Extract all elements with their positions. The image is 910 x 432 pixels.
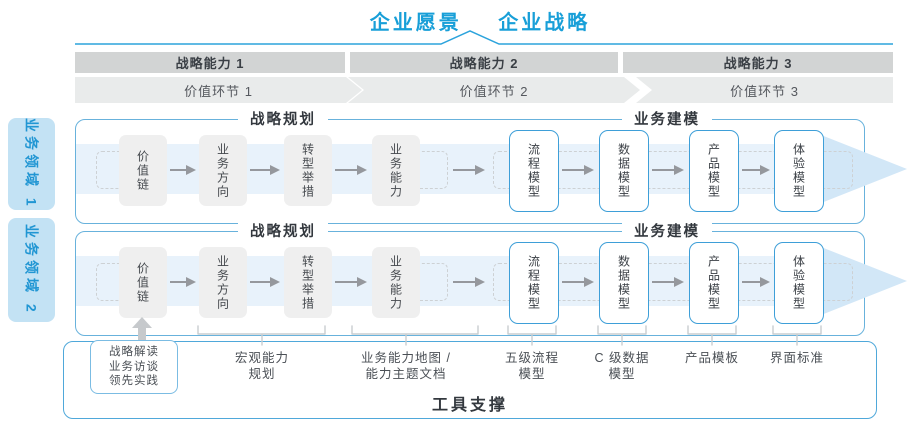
up-arrow-icon bbox=[138, 327, 146, 342]
flow-arrow-icon bbox=[335, 165, 367, 175]
modeling-header: 业务建模 bbox=[622, 221, 712, 243]
page-title: 企业愿景 企业战略 bbox=[25, 6, 910, 35]
box-business-direction: 业务方向 bbox=[199, 247, 247, 318]
domain-row-2: 战略规划 业务建模 价值链 业务方向 转型举措 业务能力 流程模型 数据模型 产… bbox=[75, 221, 907, 336]
box-value-chain: 价值链 bbox=[119, 247, 167, 318]
value-link-label: 价值环节 3 bbox=[730, 83, 799, 99]
annotation-line: C 级数据 bbox=[594, 351, 650, 365]
capability-bar-3: 战略能力 3 bbox=[623, 52, 893, 73]
capability-bar-label: 战略能力 3 bbox=[723, 56, 793, 71]
tool-support-label: 工具支撑 bbox=[431, 397, 508, 414]
annotation-data-model: C 级数据 模型 bbox=[557, 351, 687, 382]
box-experience-model: 体验模型 bbox=[774, 242, 824, 324]
box-process-model: 流程模型 bbox=[509, 242, 559, 324]
annotation-product-template: 产品模板 bbox=[647, 351, 777, 367]
flow-arrow-icon bbox=[652, 165, 684, 175]
box-product-model: 产品模型 bbox=[689, 130, 739, 212]
value-link-chevron-2: 价值环节 2 bbox=[348, 77, 640, 103]
flow-arrow-icon bbox=[170, 165, 196, 175]
sidebar-domain-2: 业务领域 2 bbox=[8, 218, 55, 322]
flow-arrow-icon bbox=[250, 165, 280, 175]
annotation-macro-capability: 宏观能力 规划 bbox=[197, 351, 327, 382]
box-transformation: 转型举措 bbox=[284, 247, 332, 318]
practice-line: 战略解读 bbox=[109, 345, 159, 358]
box-experience-model: 体验模型 bbox=[774, 130, 824, 212]
box-data-model: 数据模型 bbox=[599, 242, 649, 324]
flow-arrow-icon bbox=[742, 277, 770, 287]
annotation-line: 规划 bbox=[248, 366, 276, 381]
annotation-line: 五级流程 bbox=[504, 351, 559, 365]
flow-arrow-icon bbox=[742, 165, 770, 175]
value-link-chevron-3: 价值环节 3 bbox=[636, 77, 893, 103]
flow-arrow-icon bbox=[562, 165, 594, 175]
practice-callout-box: 战略解读 业务访谈 领先实践 bbox=[90, 340, 178, 394]
flow-arrow-icon bbox=[652, 277, 684, 287]
domain-row-1: 战略规划 业务建模 价值链 业务方向 转型举措 业务能力 流程模型 数据模型 产… bbox=[75, 109, 907, 224]
box-business-capability: 业务能力 bbox=[372, 247, 420, 318]
capability-bar-label: 战略能力 1 bbox=[175, 56, 245, 71]
box-product-model: 产品模型 bbox=[689, 242, 739, 324]
value-link-label: 价值环节 1 bbox=[184, 83, 253, 99]
vision-title: 企业愿景 bbox=[369, 12, 462, 34]
practice-line: 领先实践 bbox=[109, 375, 159, 388]
flow-arrow-icon bbox=[170, 277, 196, 287]
box-business-direction: 业务方向 bbox=[199, 135, 247, 206]
flow-arrow-icon bbox=[453, 165, 485, 175]
capability-bar-1: 战略能力 1 bbox=[75, 52, 345, 73]
box-process-model: 流程模型 bbox=[509, 130, 559, 212]
box-data-model: 数据模型 bbox=[599, 130, 649, 212]
planning-header: 战略规划 bbox=[238, 109, 328, 131]
annotation-line: 界面标准 bbox=[769, 351, 824, 365]
practice-line: 业务访谈 bbox=[109, 360, 159, 373]
flow-arrow-icon bbox=[562, 277, 594, 287]
planning-header: 战略规划 bbox=[238, 221, 328, 243]
flow-arrow-icon bbox=[453, 277, 485, 287]
sidebar-domain-1: 业务领域 1 bbox=[8, 118, 55, 210]
flow-arrow-icon bbox=[250, 277, 280, 287]
box-transformation: 转型举措 bbox=[284, 135, 332, 206]
value-link-label: 价值环节 2 bbox=[459, 83, 529, 99]
capability-bar-label: 战略能力 2 bbox=[449, 56, 519, 71]
annotation-line: 宏观能力 bbox=[234, 351, 289, 365]
annotation-capability-map: 业务能力地图 / 能力主题文档 bbox=[341, 351, 471, 382]
annotation-ui-standard: 界面标准 bbox=[732, 351, 862, 367]
dashed-track bbox=[493, 263, 853, 301]
flow-arrow-icon bbox=[335, 277, 367, 287]
value-link-chevron-1: 价值环节 1 bbox=[75, 77, 362, 103]
box-business-capability: 业务能力 bbox=[372, 135, 420, 206]
annotation-line: 模型 bbox=[518, 366, 546, 381]
up-arrow-head-icon bbox=[132, 317, 152, 328]
annotation-line: 模型 bbox=[608, 366, 636, 381]
annotation-line: 能力主题文档 bbox=[365, 366, 447, 381]
annotation-line: 产品模板 bbox=[684, 351, 739, 365]
annotation-line: 业务能力地图 / bbox=[361, 351, 451, 365]
capability-bar-2: 战略能力 2 bbox=[350, 52, 618, 73]
dashed-track bbox=[493, 151, 853, 189]
annotation-process-model: 五级流程 模型 bbox=[467, 351, 597, 382]
box-value-chain: 价值链 bbox=[119, 135, 167, 206]
strategy-title: 企业战略 bbox=[498, 12, 591, 34]
modeling-header: 业务建模 bbox=[622, 109, 712, 131]
